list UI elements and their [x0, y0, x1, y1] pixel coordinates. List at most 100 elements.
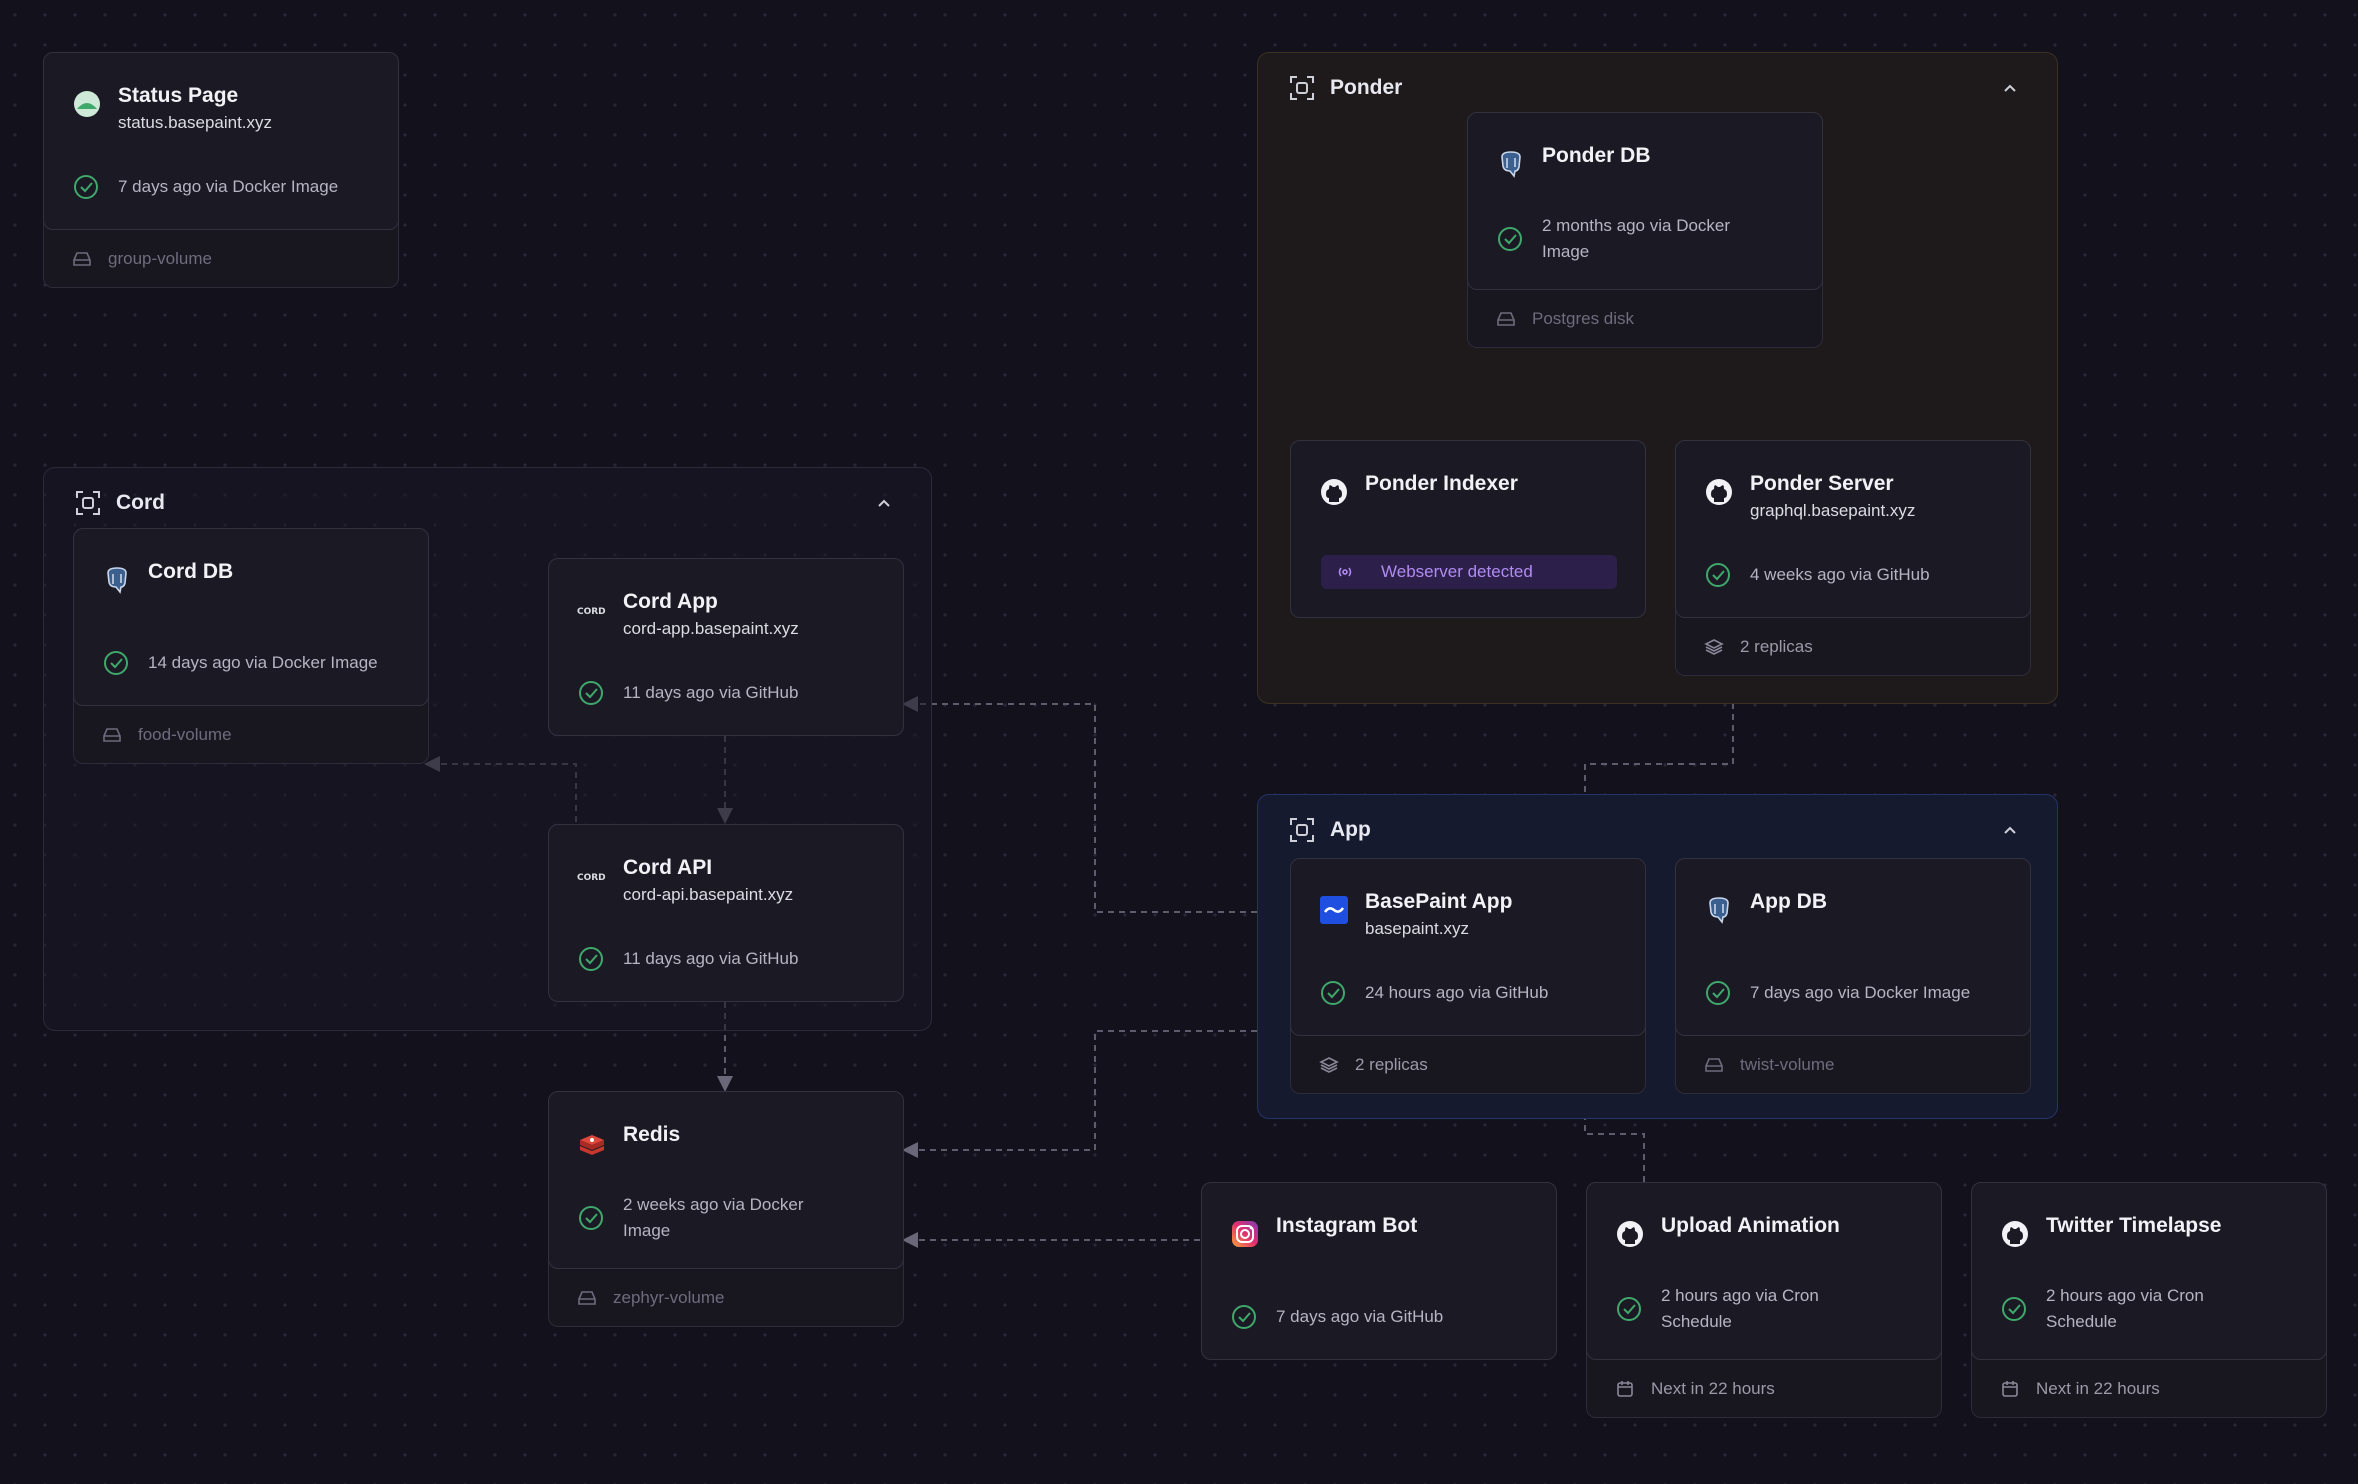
- service-card[interactable]: Ponder Indexer Webserver detected: [1290, 440, 1646, 618]
- service-redis[interactable]: Redis 2 weeks ago via Docker Image zephy…: [548, 1091, 904, 1327]
- service-card[interactable]: Ponder Server graphql.basepaint.xyz 4 we…: [1675, 440, 2031, 618]
- chevron-up-icon[interactable]: [877, 496, 891, 510]
- badge-text: Webserver detected: [1381, 562, 1533, 581]
- github-icon: [1321, 479, 1347, 505]
- service-ponder-db[interactable]: Ponder DB 2 months ago via Docker Image …: [1467, 112, 1823, 348]
- status-page-icon: [74, 91, 100, 117]
- deploy-status-text: 7 days ago via Docker Image: [1750, 983, 1971, 1002]
- volume-name: group-volume: [108, 248, 212, 268]
- service-card[interactable]: App DB 7 days ago via Docker Image: [1675, 858, 2031, 1036]
- volume-name: food-volume: [138, 724, 232, 744]
- disk-icon: [1497, 311, 1515, 326]
- broadcast-icon: [1338, 567, 1352, 577]
- service-app-db[interactable]: App DB 7 days ago via Docker Image twist…: [1675, 858, 2031, 1094]
- cord-logo-icon: CORD: [577, 607, 606, 617]
- disk-icon: [103, 727, 121, 742]
- deploy-status-text: 11 days ago via GitHub: [623, 949, 799, 968]
- service-card[interactable]: CORD Cord App cord-app.basepaint.xyz 11 …: [548, 558, 904, 736]
- github-icon: [1706, 479, 1732, 505]
- service-ponder-server[interactable]: Ponder Server graphql.basepaint.xyz 4 we…: [1675, 440, 2031, 676]
- service-status-page[interactable]: Status Page status.basepaint.xyz 7 days …: [43, 52, 399, 288]
- service-card[interactable]: Cord DB 14 days ago via Docker Image: [73, 528, 429, 706]
- service-title: Ponder Server: [1750, 472, 1894, 495]
- service-title: Upload Animation: [1661, 1214, 1840, 1237]
- service-card[interactable]: Status Page status.basepaint.xyz 7 days …: [43, 52, 399, 230]
- service-title: Cord API: [623, 856, 713, 879]
- check-circle-icon: [104, 651, 128, 675]
- group-title: Cord: [116, 491, 165, 514]
- service-domain[interactable]: cord-app.basepaint.xyz: [623, 619, 799, 638]
- check-circle-icon: [2002, 1297, 2026, 1321]
- disk-icon: [578, 1290, 596, 1305]
- group-icon: [1290, 818, 1314, 842]
- cord-group-header[interactable]: Cord: [44, 468, 931, 538]
- service-card[interactable]: BasePaint App basepaint.xyz 24 hours ago…: [1290, 858, 1646, 1036]
- service-card[interactable]: Instagram Bot 7 days ago via GitHub: [1201, 1182, 1557, 1360]
- service-card[interactable]: CORD Cord API cord-api.basepaint.xyz 11 …: [548, 824, 904, 1002]
- github-icon: [2002, 1221, 2028, 1247]
- cord-logo-icon: CORD: [577, 873, 606, 883]
- check-circle-icon: [1617, 1297, 1641, 1321]
- deploy-status-text: 7 days ago via GitHub: [1276, 1307, 1444, 1326]
- deploy-status: 11 days ago via GitHub: [577, 679, 798, 707]
- service-domain[interactable]: graphql.basepaint.xyz: [1750, 501, 1916, 520]
- service-card[interactable]: Ponder DB 2 months ago via Docker Image: [1467, 112, 1823, 290]
- service-card[interactable]: Upload Animation 2 hours ago via Cron Sc…: [1586, 1182, 1942, 1360]
- deploy-status-text: 2 hours ago via Cron Schedule: [2046, 1286, 2204, 1331]
- check-circle-icon: [1232, 1305, 1256, 1329]
- service-title: Instagram Bot: [1276, 1214, 1418, 1237]
- service-cord-db[interactable]: Cord DB 14 days ago via Docker Image foo…: [73, 528, 429, 764]
- service-title: Cord App: [623, 590, 718, 613]
- deploy-status: 14 days ago via Docker Image: [102, 649, 378, 677]
- deploy-status: 2 hours ago via Cron Schedule: [2000, 1283, 2276, 1335]
- service-title: Redis: [623, 1123, 681, 1146]
- deploy-status: 2 months ago via Docker Image: [1496, 213, 1772, 265]
- ponder-group-header[interactable]: Ponder: [1258, 53, 2057, 123]
- volume-name: zephyr-volume: [613, 1287, 725, 1307]
- deploy-status: 2 hours ago via Cron Schedule: [1615, 1283, 1891, 1335]
- disk-icon: [73, 251, 91, 266]
- deploy-status-text: 11 days ago via GitHub: [623, 683, 799, 702]
- service-title: App DB: [1750, 890, 1827, 913]
- service-instagram-bot[interactable]: Instagram Bot 7 days ago via GitHub: [1201, 1182, 1557, 1360]
- chevron-up-icon[interactable]: [2003, 823, 2017, 837]
- app-group-header[interactable]: App: [1258, 795, 2057, 865]
- check-circle-icon: [1498, 227, 1522, 251]
- svg-text:CORD: CORD: [577, 607, 606, 617]
- service-ponder-indexer[interactable]: Ponder Indexer Webserver detected: [1290, 440, 1646, 618]
- deploy-status-text: 14 days ago via Docker Image: [148, 653, 378, 672]
- check-circle-icon: [1706, 981, 1730, 1005]
- check-circle-icon: [579, 947, 603, 971]
- check-circle-icon: [579, 1206, 603, 1230]
- group-icon: [76, 491, 100, 515]
- group-icon: [1290, 76, 1314, 100]
- check-circle-icon: [579, 681, 603, 705]
- deploy-status-text: 24 hours ago via GitHub: [1365, 983, 1549, 1002]
- service-domain[interactable]: cord-api.basepaint.xyz: [623, 885, 794, 904]
- replicas-count: 2 replicas: [1355, 1054, 1428, 1074]
- deploy-status: 7 days ago via Docker Image: [1704, 979, 1970, 1007]
- service-card[interactable]: Redis 2 weeks ago via Docker Image: [548, 1091, 904, 1269]
- service-title: Ponder Indexer: [1365, 472, 1518, 495]
- service-cord-api[interactable]: CORD Cord API cord-api.basepaint.xyz 11 …: [548, 824, 904, 1002]
- svg-text:CORD: CORD: [577, 873, 606, 883]
- service-twitter-timelapse[interactable]: Twitter Timelapse 2 hours ago via Cron S…: [1971, 1182, 2327, 1418]
- service-cord-app[interactable]: CORD Cord App cord-app.basepaint.xyz 11 …: [548, 558, 904, 736]
- service-domain[interactable]: basepaint.xyz: [1365, 919, 1469, 938]
- service-upload-animation[interactable]: Upload Animation 2 hours ago via Cron Sc…: [1586, 1182, 1942, 1418]
- webserver-detected-badge[interactable]: Webserver detected: [1321, 555, 1617, 589]
- chevron-up-icon[interactable]: [2003, 81, 2017, 95]
- layers-icon: [1704, 638, 1724, 655]
- postgres-icon: [1709, 897, 1729, 924]
- deploy-status-text: 2 hours ago via Cron Schedule: [1661, 1286, 1819, 1331]
- service-domain[interactable]: status.basepaint.xyz: [118, 113, 273, 132]
- deploy-status: 2 weeks ago via Docker Image: [577, 1192, 853, 1244]
- github-icon: [1617, 1221, 1643, 1247]
- next-run-text: Next in 22 hours: [2036, 1378, 2160, 1398]
- deploy-status: 7 days ago via Docker Image: [72, 173, 338, 201]
- service-basepaint-app[interactable]: BasePaint App basepaint.xyz 24 hours ago…: [1290, 858, 1646, 1094]
- deploy-status-text: 2 months ago via Docker Image: [1542, 216, 1731, 261]
- service-card[interactable]: Twitter Timelapse 2 hours ago via Cron S…: [1971, 1182, 2327, 1360]
- deploy-status-text: 4 weeks ago via GitHub: [1750, 565, 1930, 584]
- deploy-status: 11 days ago via GitHub: [577, 945, 798, 973]
